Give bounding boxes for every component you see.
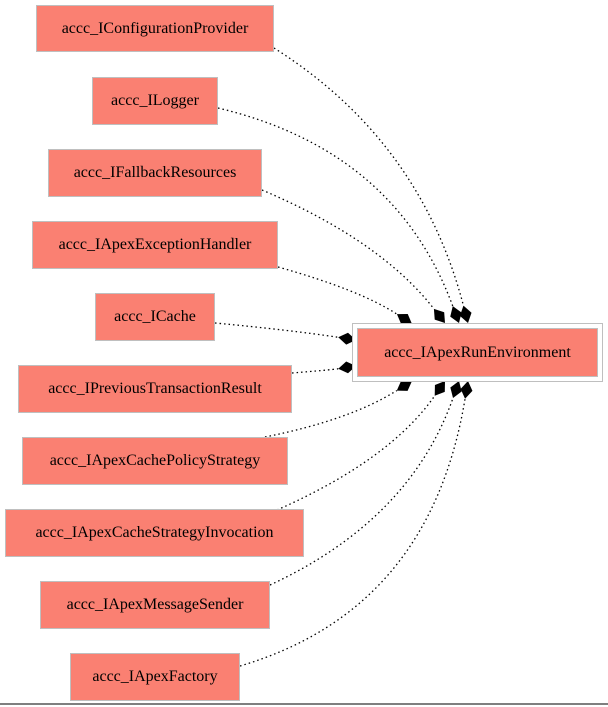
diamond-arrowhead-icon — [433, 308, 445, 323]
diamond-arrowhead-icon — [460, 381, 473, 399]
source-node-logger[interactable]: accc_ILogger — [92, 77, 218, 125]
diamond-arrowhead-icon — [459, 305, 472, 323]
source-node-message-sender[interactable]: accc_IApexMessageSender — [40, 581, 270, 629]
dependency-edge — [214, 322, 339, 338]
source-node-cache-policy-strategy[interactable]: accc_IApexCachePolicyStrategy — [22, 437, 288, 485]
dependency-edge — [276, 395, 436, 511]
diamond-arrowhead-icon — [434, 381, 445, 396]
dependency-edge — [261, 189, 435, 310]
dependency-edge — [217, 107, 454, 307]
source-node-factory[interactable]: accc_IApexFactory — [70, 653, 240, 701]
bottom-border — [0, 703, 608, 705]
dependency-edge — [239, 398, 466, 667]
source-node-exception-handler[interactable]: accc_IApexExceptionHandler — [32, 221, 278, 269]
dependency-edge — [264, 390, 398, 438]
diamond-arrowhead-icon — [450, 381, 462, 398]
dependency-edge — [291, 368, 339, 374]
source-node-previous-transaction-result[interactable]: accc_IPreviousTransactionResult — [18, 365, 292, 413]
diamond-arrowhead-icon — [396, 314, 412, 325]
diamond-arrowhead-icon — [450, 306, 462, 323]
source-node-configuration-provider[interactable]: accc_IConfigurationProvider — [36, 5, 274, 52]
dependency-edge — [273, 47, 465, 306]
source-node-cache-strategy-invocation[interactable]: accc_IApexCacheStrategyInvocation — [5, 509, 304, 557]
diamond-arrowhead-icon — [338, 332, 356, 345]
dependency-edge — [269, 397, 454, 586]
source-node-fallback-resources[interactable]: accc_IFallbackResources — [48, 149, 262, 197]
target-node[interactable]: accc_IApexRunEnvironment — [357, 328, 598, 377]
dependency-edge — [277, 266, 398, 315]
source-node-cache[interactable]: accc_ICache — [95, 293, 215, 341]
diamond-arrowhead-icon — [396, 380, 412, 391]
diamond-arrowhead-icon — [338, 361, 356, 374]
